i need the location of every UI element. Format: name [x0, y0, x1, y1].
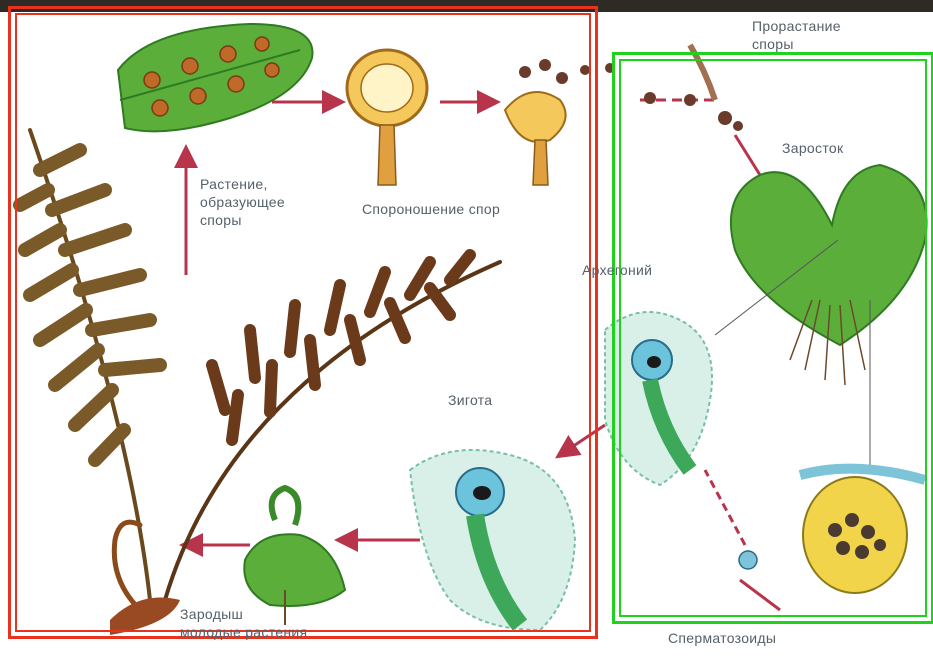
label-embryo-line1: Зародыш	[180, 606, 243, 622]
label-spore-plant-line1: Растение,	[200, 176, 268, 192]
embryo-plant	[244, 488, 345, 625]
archegonium-structure	[605, 312, 712, 485]
label-spermatozoids: Сперматозоиды	[668, 630, 776, 646]
prothallus-heart	[715, 165, 927, 470]
label-spore-release: Спороношение спор	[362, 201, 500, 217]
label-prothallus: Заросток	[782, 140, 843, 156]
antheridium	[739, 469, 925, 593]
zygote-structure	[410, 450, 575, 630]
label-archegonium: Архегоний	[582, 262, 652, 278]
label-spore-germination-line1: Прорастание	[752, 18, 841, 34]
label-spore-plant-line3: споры	[200, 212, 242, 228]
label-zygote: Зигота	[448, 392, 492, 408]
label-embryo-line2: молодые растения	[180, 624, 307, 640]
sporangium	[347, 50, 427, 185]
germinating-spores	[644, 92, 743, 131]
label-spore-germination-line2: споры	[752, 36, 794, 52]
sporophyll-leaf	[118, 24, 312, 131]
label-spore-plant-line2: образующее	[200, 194, 285, 210]
germinating-filament	[690, 45, 715, 100]
opened-sporangium	[505, 59, 615, 185]
